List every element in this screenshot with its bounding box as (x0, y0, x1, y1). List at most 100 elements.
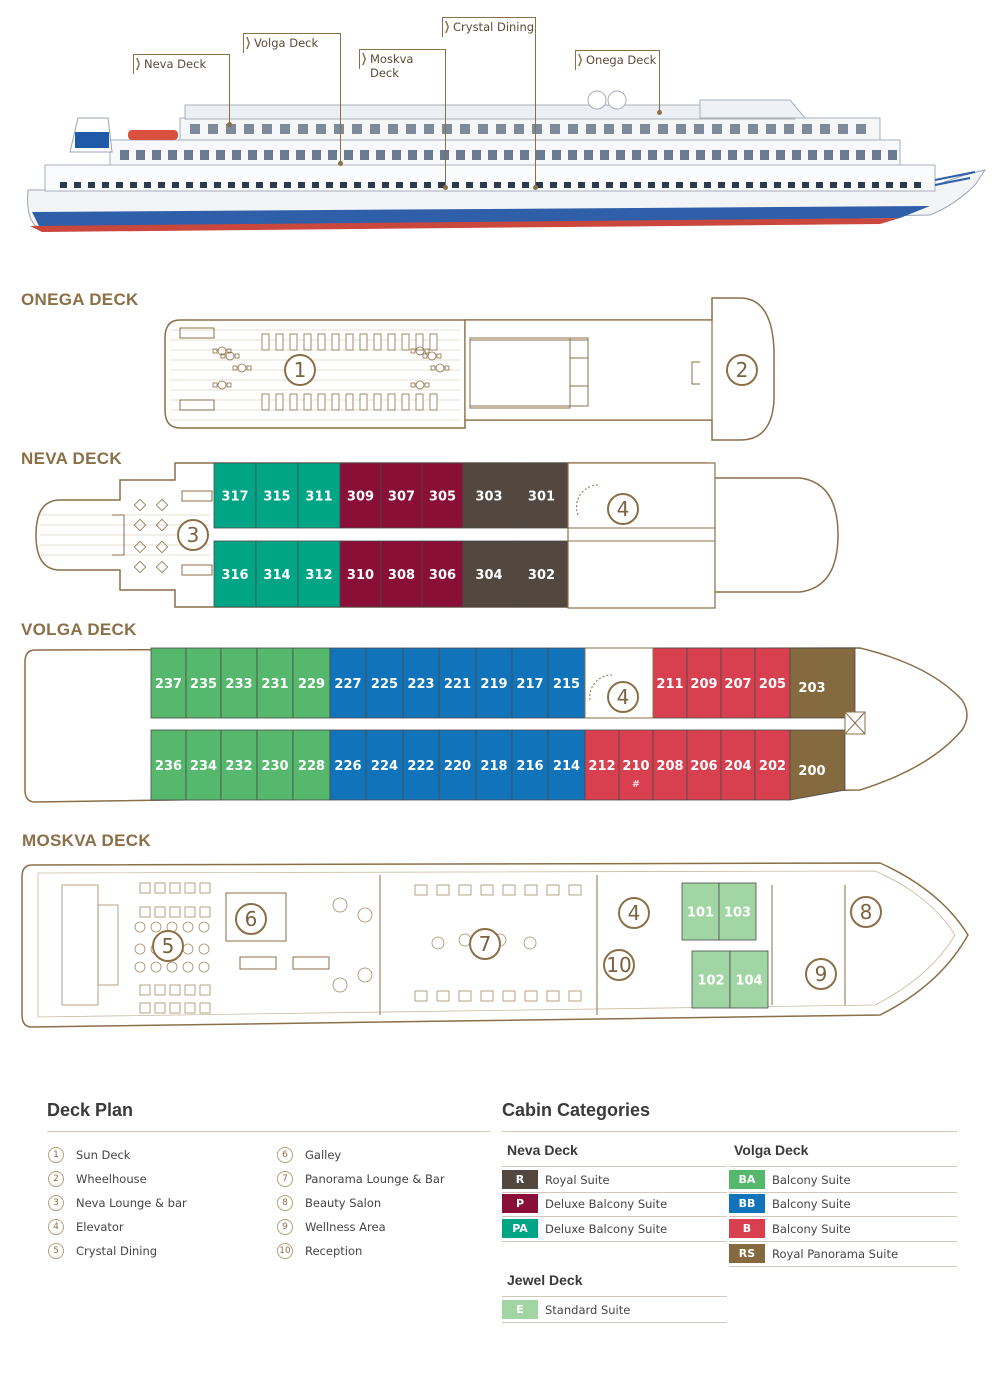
cabin-214: 214 (547, 729, 586, 801)
svg-text:3: 3 (187, 523, 200, 547)
cabin-315: 315 (255, 462, 299, 529)
legend-label: Reception (305, 1244, 363, 1258)
cabin-label: 205 (759, 677, 786, 692)
svg-text:#: # (632, 779, 640, 790)
cabin-label: 237 (155, 677, 182, 692)
poi-marker: 8 (850, 896, 882, 928)
cabin-223: 223 (402, 647, 440, 719)
callout-crystal-dining: Crystal Dining (442, 17, 536, 37)
legend-label: Wheelhouse (76, 1172, 147, 1186)
callout-leader (657, 50, 662, 115)
legend-number-badge: 4 (48, 1219, 64, 1235)
cabin-label: 308 (388, 568, 415, 583)
cabin-301: 301 (514, 462, 569, 529)
category-badge: E (502, 1300, 538, 1319)
cabin-label: 317 (221, 490, 248, 505)
cabin-label: 223 (407, 677, 434, 692)
cabin-label: 101 (687, 906, 714, 921)
cabin-label: 309 (347, 490, 374, 505)
svg-text:4: 4 (628, 901, 641, 925)
category-label: Royal Panorama Suite (772, 1246, 899, 1261)
moskva-deck-title: MOSKVA DECK (22, 831, 151, 850)
cabin-311: 311 (297, 462, 341, 529)
legend-number-badge: 3 (48, 1195, 64, 1211)
poi-marker: 7 (469, 928, 501, 960)
cabin-label: 224 (371, 759, 398, 774)
ship-profile-illustration (27, 90, 987, 232)
poi-marker: 9 (805, 958, 837, 990)
legend-number-badge: 9 (277, 1219, 293, 1235)
volga-deck-title: VOLGA DECK (21, 620, 137, 639)
svg-text:5: 5 (162, 934, 175, 958)
cabin-label: 216 (516, 759, 543, 774)
cabin-212: 212 (584, 729, 620, 801)
cabin-305: 305 (421, 462, 464, 529)
svg-text:2: 2 (736, 358, 749, 382)
poi-marker: 10 (603, 949, 635, 981)
cabin-label: 231 (261, 677, 288, 692)
cabin-label: 310 (347, 568, 374, 583)
cabin-label: 228 (298, 759, 325, 774)
svg-text:200: 200 (798, 764, 825, 779)
category-label: Deluxe Balcony Suite (545, 1221, 668, 1236)
category-badge: R (502, 1170, 538, 1189)
svg-text:203: 203 (798, 681, 825, 696)
cabin-217: 217 (511, 647, 549, 719)
legend-number-badge: 5 (48, 1243, 64, 1259)
cabin-309: 309 (339, 462, 382, 529)
cabin-label: 314 (263, 568, 290, 583)
category-label: Balcony Suite (772, 1196, 851, 1211)
cabin-label: 302 (528, 568, 555, 583)
cabin-230: 230 (256, 729, 294, 801)
poi-marker (607, 681, 639, 713)
cabin-308: 308 (380, 540, 423, 608)
callout-leader (533, 17, 538, 190)
cabin-227: 227 (329, 647, 367, 719)
legend-label: Crystal Dining (76, 1244, 158, 1258)
cabin-102: 102 (691, 950, 731, 1009)
cabin-205: 205 (754, 647, 791, 719)
cabin-label: 202 (759, 759, 786, 774)
category-badge: P (502, 1194, 538, 1213)
cabin-label: 305 (429, 490, 456, 505)
cabin-228: 228 (292, 729, 331, 801)
onega-deck-plan: 1 2 (164, 297, 775, 441)
category-row: B Balcony Suite (729, 1216, 957, 1242)
cabin-label: 209 (690, 677, 717, 692)
jewel-deck-category-heading: Jewel Deck (507, 1272, 583, 1288)
category-label: Balcony Suite (772, 1221, 851, 1236)
cabin-label: 206 (690, 759, 717, 774)
poi-marker: 5 (152, 930, 184, 962)
cabin-label: 220 (444, 759, 471, 774)
poi-marker: 6 (235, 903, 267, 935)
cabin-208: 208 (652, 729, 688, 801)
svg-text:7: 7 (479, 932, 492, 956)
cabin-236: 236 (150, 729, 187, 801)
onega-deck-title: ONEGA DECK (21, 290, 139, 309)
cabin-label: 230 (261, 759, 288, 774)
cabin-210: 210 (618, 729, 654, 801)
cabin-220: 220 (438, 729, 477, 801)
svg-text:8: 8 (860, 900, 873, 924)
cabin-202: 202 (754, 729, 791, 801)
category-badge: PA (502, 1219, 538, 1238)
callout-volga-deck: Volga Deck (243, 33, 341, 53)
cabin-219: 219 (475, 647, 513, 719)
cabin-218: 218 (475, 729, 513, 801)
cabin-231: 231 (256, 647, 294, 719)
cabin-316: 316 (213, 540, 257, 608)
category-badge: B (729, 1219, 765, 1238)
cabin-categories-heading: Cabin Categories (502, 1100, 651, 1120)
legend-label: Sun Deck (76, 1148, 131, 1162)
cabin-216: 216 (511, 729, 549, 801)
cabin-302: 302 (514, 540, 569, 608)
poi-marker (284, 354, 316, 386)
cabin-label: 212 (588, 759, 615, 774)
cabin-label: 311 (305, 490, 332, 505)
cabin-label: 221 (444, 677, 471, 692)
cabin-label: 225 (371, 677, 398, 692)
legend-label: Elevator (76, 1220, 124, 1234)
